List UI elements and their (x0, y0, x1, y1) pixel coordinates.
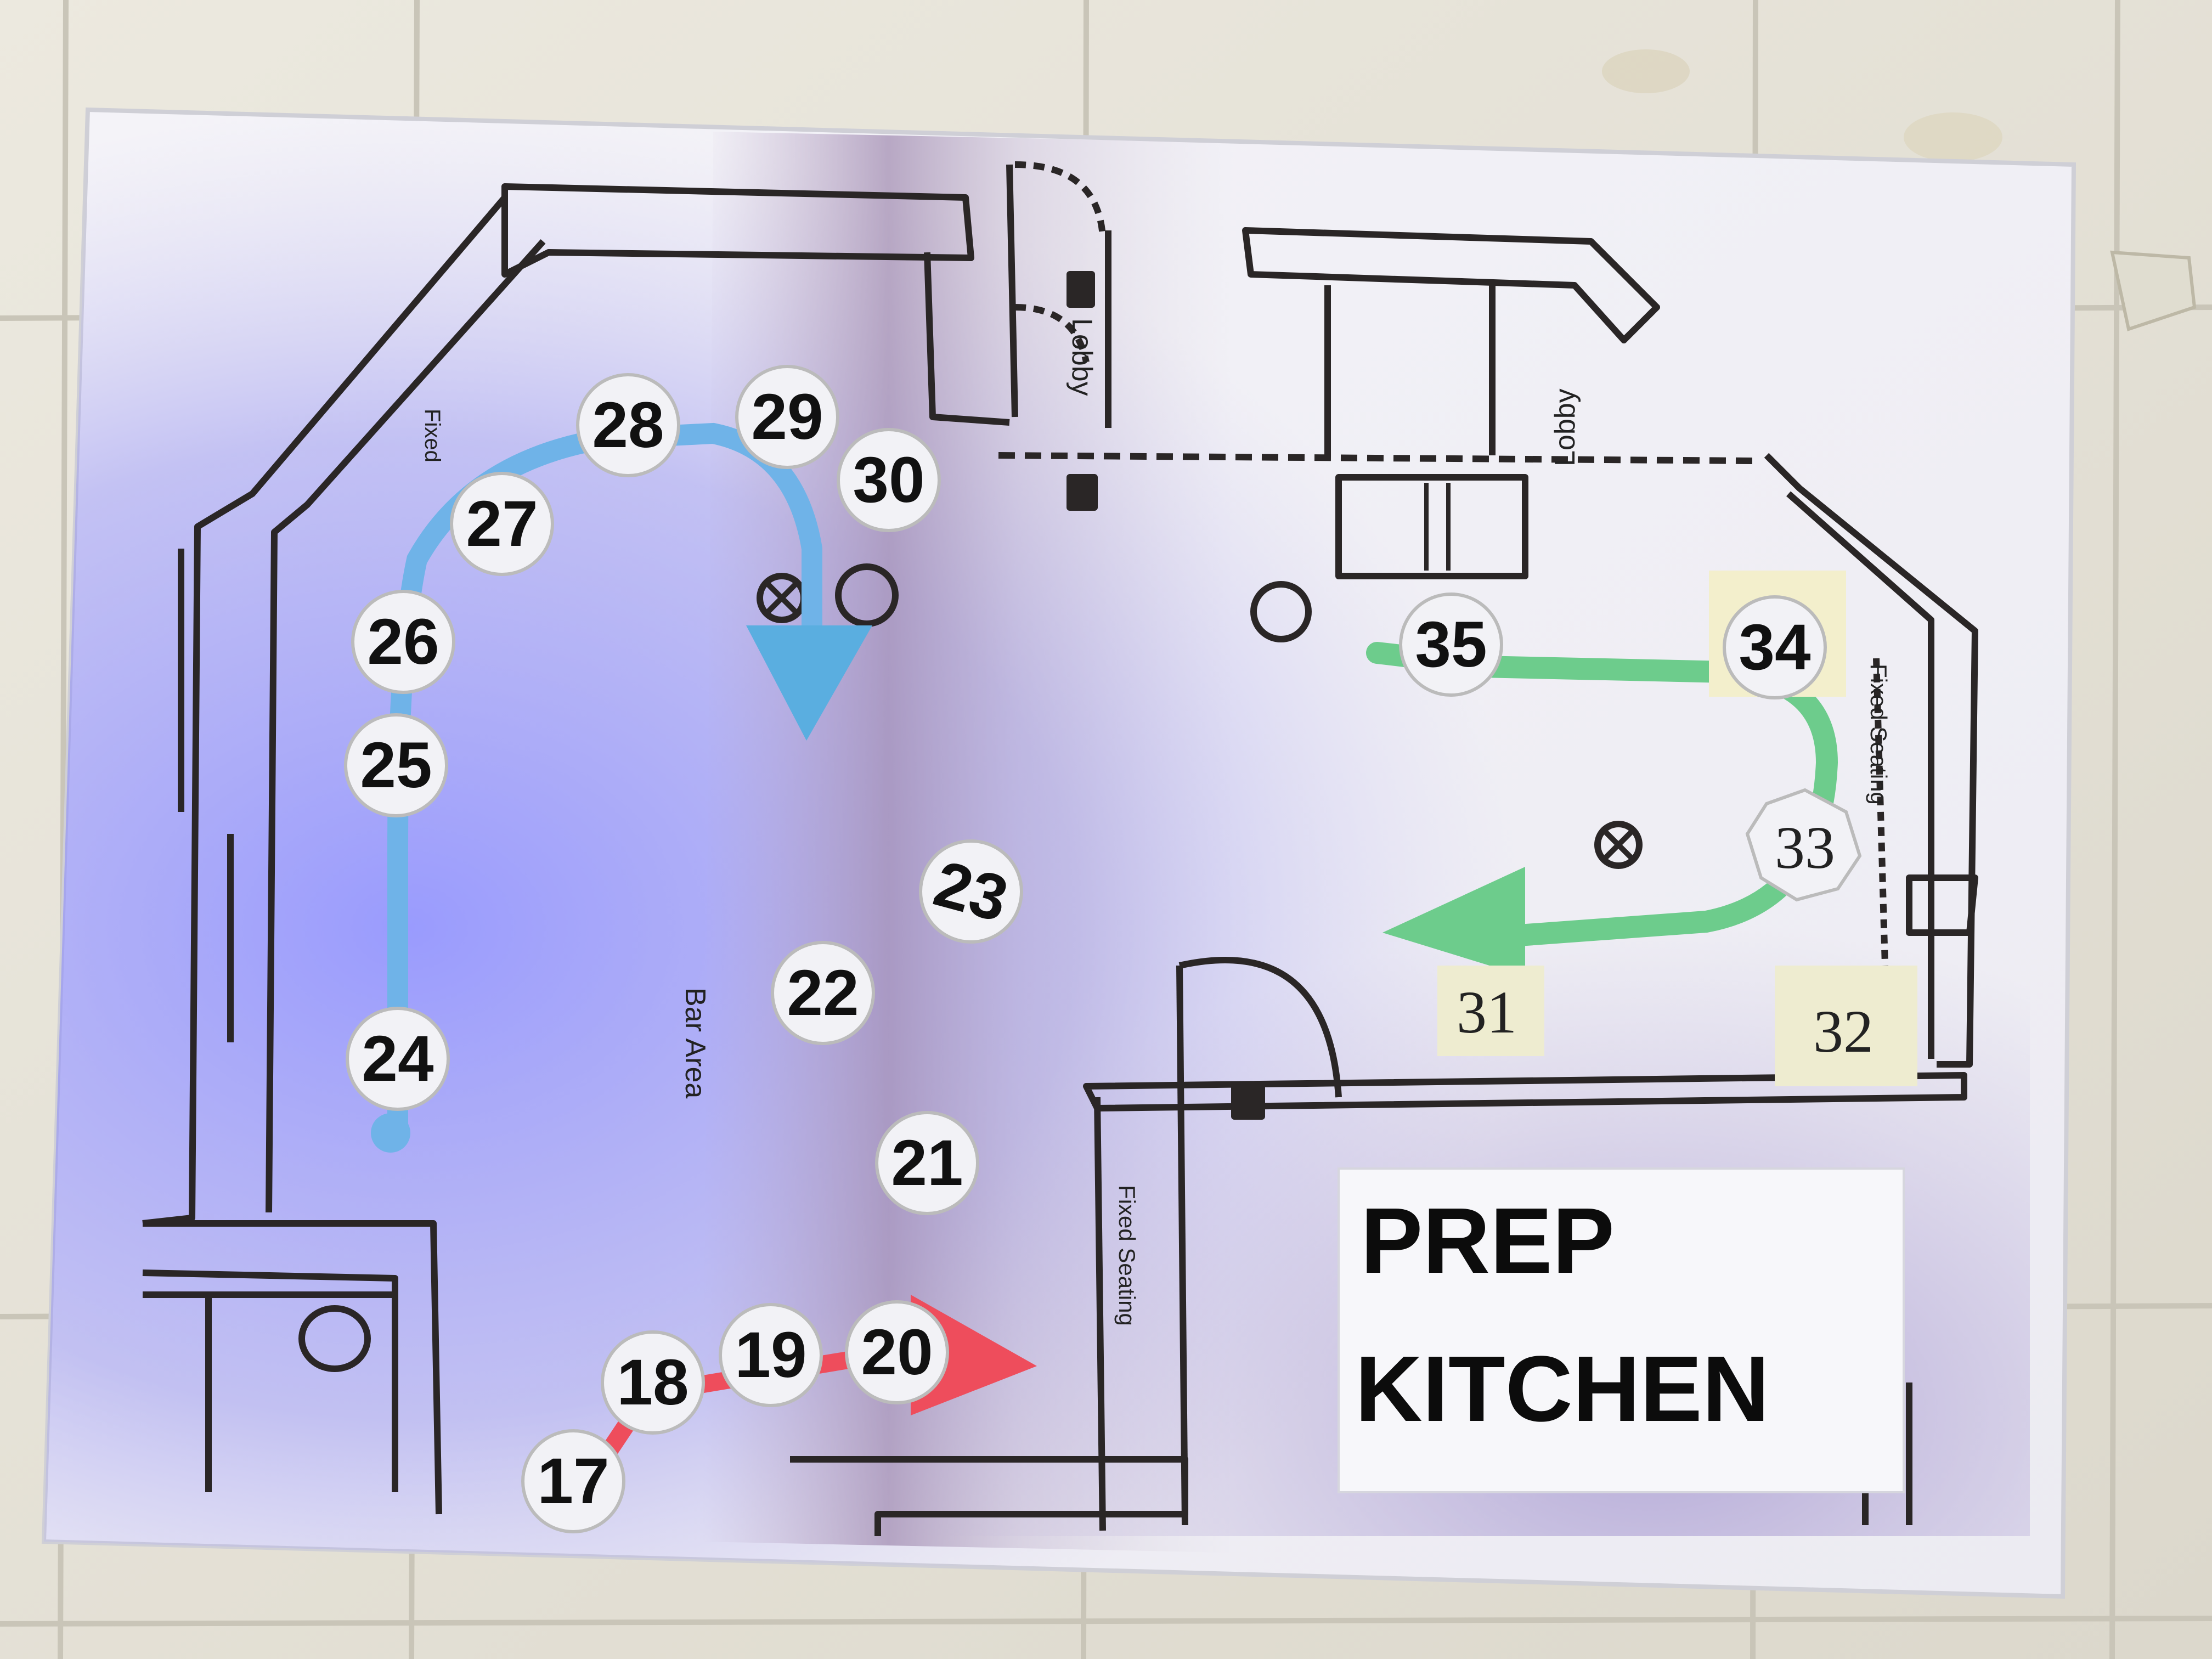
marker-18-label: 18 (617, 1346, 689, 1419)
marker-22: 22 (771, 941, 875, 1045)
marker-35: 35 (1399, 592, 1503, 697)
marker-33: 33 (1745, 788, 1862, 902)
lobby-label-left: Lobby (1066, 318, 1098, 396)
prep-kitchen-sign: PREP KITCHEN (1338, 1167, 1905, 1493)
marker-23: 23 (919, 839, 1023, 944)
marker-35-label: 35 (1415, 608, 1487, 681)
marker-31-label: 31 (1457, 979, 1517, 1046)
fixed-seating-label-right: Fixed Seating (1866, 664, 1892, 805)
marker-34: 34 (1709, 571, 1846, 699)
bar-area-label: Bar Area (679, 988, 711, 1098)
marker-34-label: 34 (1739, 611, 1810, 684)
marker-20-label: 20 (861, 1316, 933, 1389)
prep-kitchen-line1: PREP (1361, 1189, 1615, 1293)
marker-22-label: 22 (787, 957, 859, 1029)
marker-27: 27 (450, 472, 554, 576)
blue-route-start-dot (371, 1113, 410, 1153)
fixed-label-left: Fixed (420, 409, 444, 462)
marker-32-label: 32 (1813, 998, 1874, 1065)
marker-20: 20 (845, 1300, 949, 1404)
marker-24: 24 (346, 1007, 450, 1111)
marker-28-label: 28 (592, 389, 664, 461)
marker-19: 19 (719, 1303, 823, 1407)
handwritten-markers: 31 32 33 (1437, 788, 1917, 1086)
marker-26: 26 (351, 590, 455, 694)
marker-30: 30 (837, 428, 941, 532)
marker-27-label: 27 (466, 488, 538, 560)
marker-26-label: 26 (367, 606, 439, 678)
floor-plan-walls (142, 161, 1978, 1536)
marker-21: 21 (875, 1111, 979, 1215)
fixed-seating-label-bottom: Fixed Seating (1114, 1185, 1140, 1326)
marker-29: 29 (735, 365, 839, 469)
marker-17: 17 (521, 1429, 625, 1533)
red-route-arrowhead (911, 1295, 1037, 1415)
marker-21-label: 21 (891, 1127, 963, 1199)
marker-25-label: 25 (360, 729, 432, 802)
green-route-arrowhead (1383, 867, 1525, 977)
marker-18: 18 (601, 1330, 705, 1435)
marker-29-label: 29 (751, 381, 823, 453)
marker-24-label: 24 (362, 1023, 433, 1095)
blue-route-arrowhead (746, 625, 872, 741)
marker-28: 28 (576, 373, 680, 477)
marker-30-label: 30 (853, 444, 924, 516)
printed-markers: 17 18 19 20 21 22 23 24 25 26 27 28 29 3… (344, 365, 1846, 1533)
marker-32: 32 (1775, 966, 1917, 1086)
plan-labels: Lobby Lobby Bar Area Fixed Seating Fixed… (420, 318, 1892, 1326)
marker-31: 31 (1437, 966, 1544, 1056)
marker-25: 25 (344, 713, 448, 817)
lobby-label-right: Lobby (1549, 388, 1581, 466)
marker-19-label: 19 (735, 1319, 806, 1391)
marker-17-label: 17 (537, 1445, 609, 1517)
marker-33-label: 33 (1775, 814, 1835, 881)
prep-kitchen-line2: KITCHEN (1355, 1337, 1770, 1441)
